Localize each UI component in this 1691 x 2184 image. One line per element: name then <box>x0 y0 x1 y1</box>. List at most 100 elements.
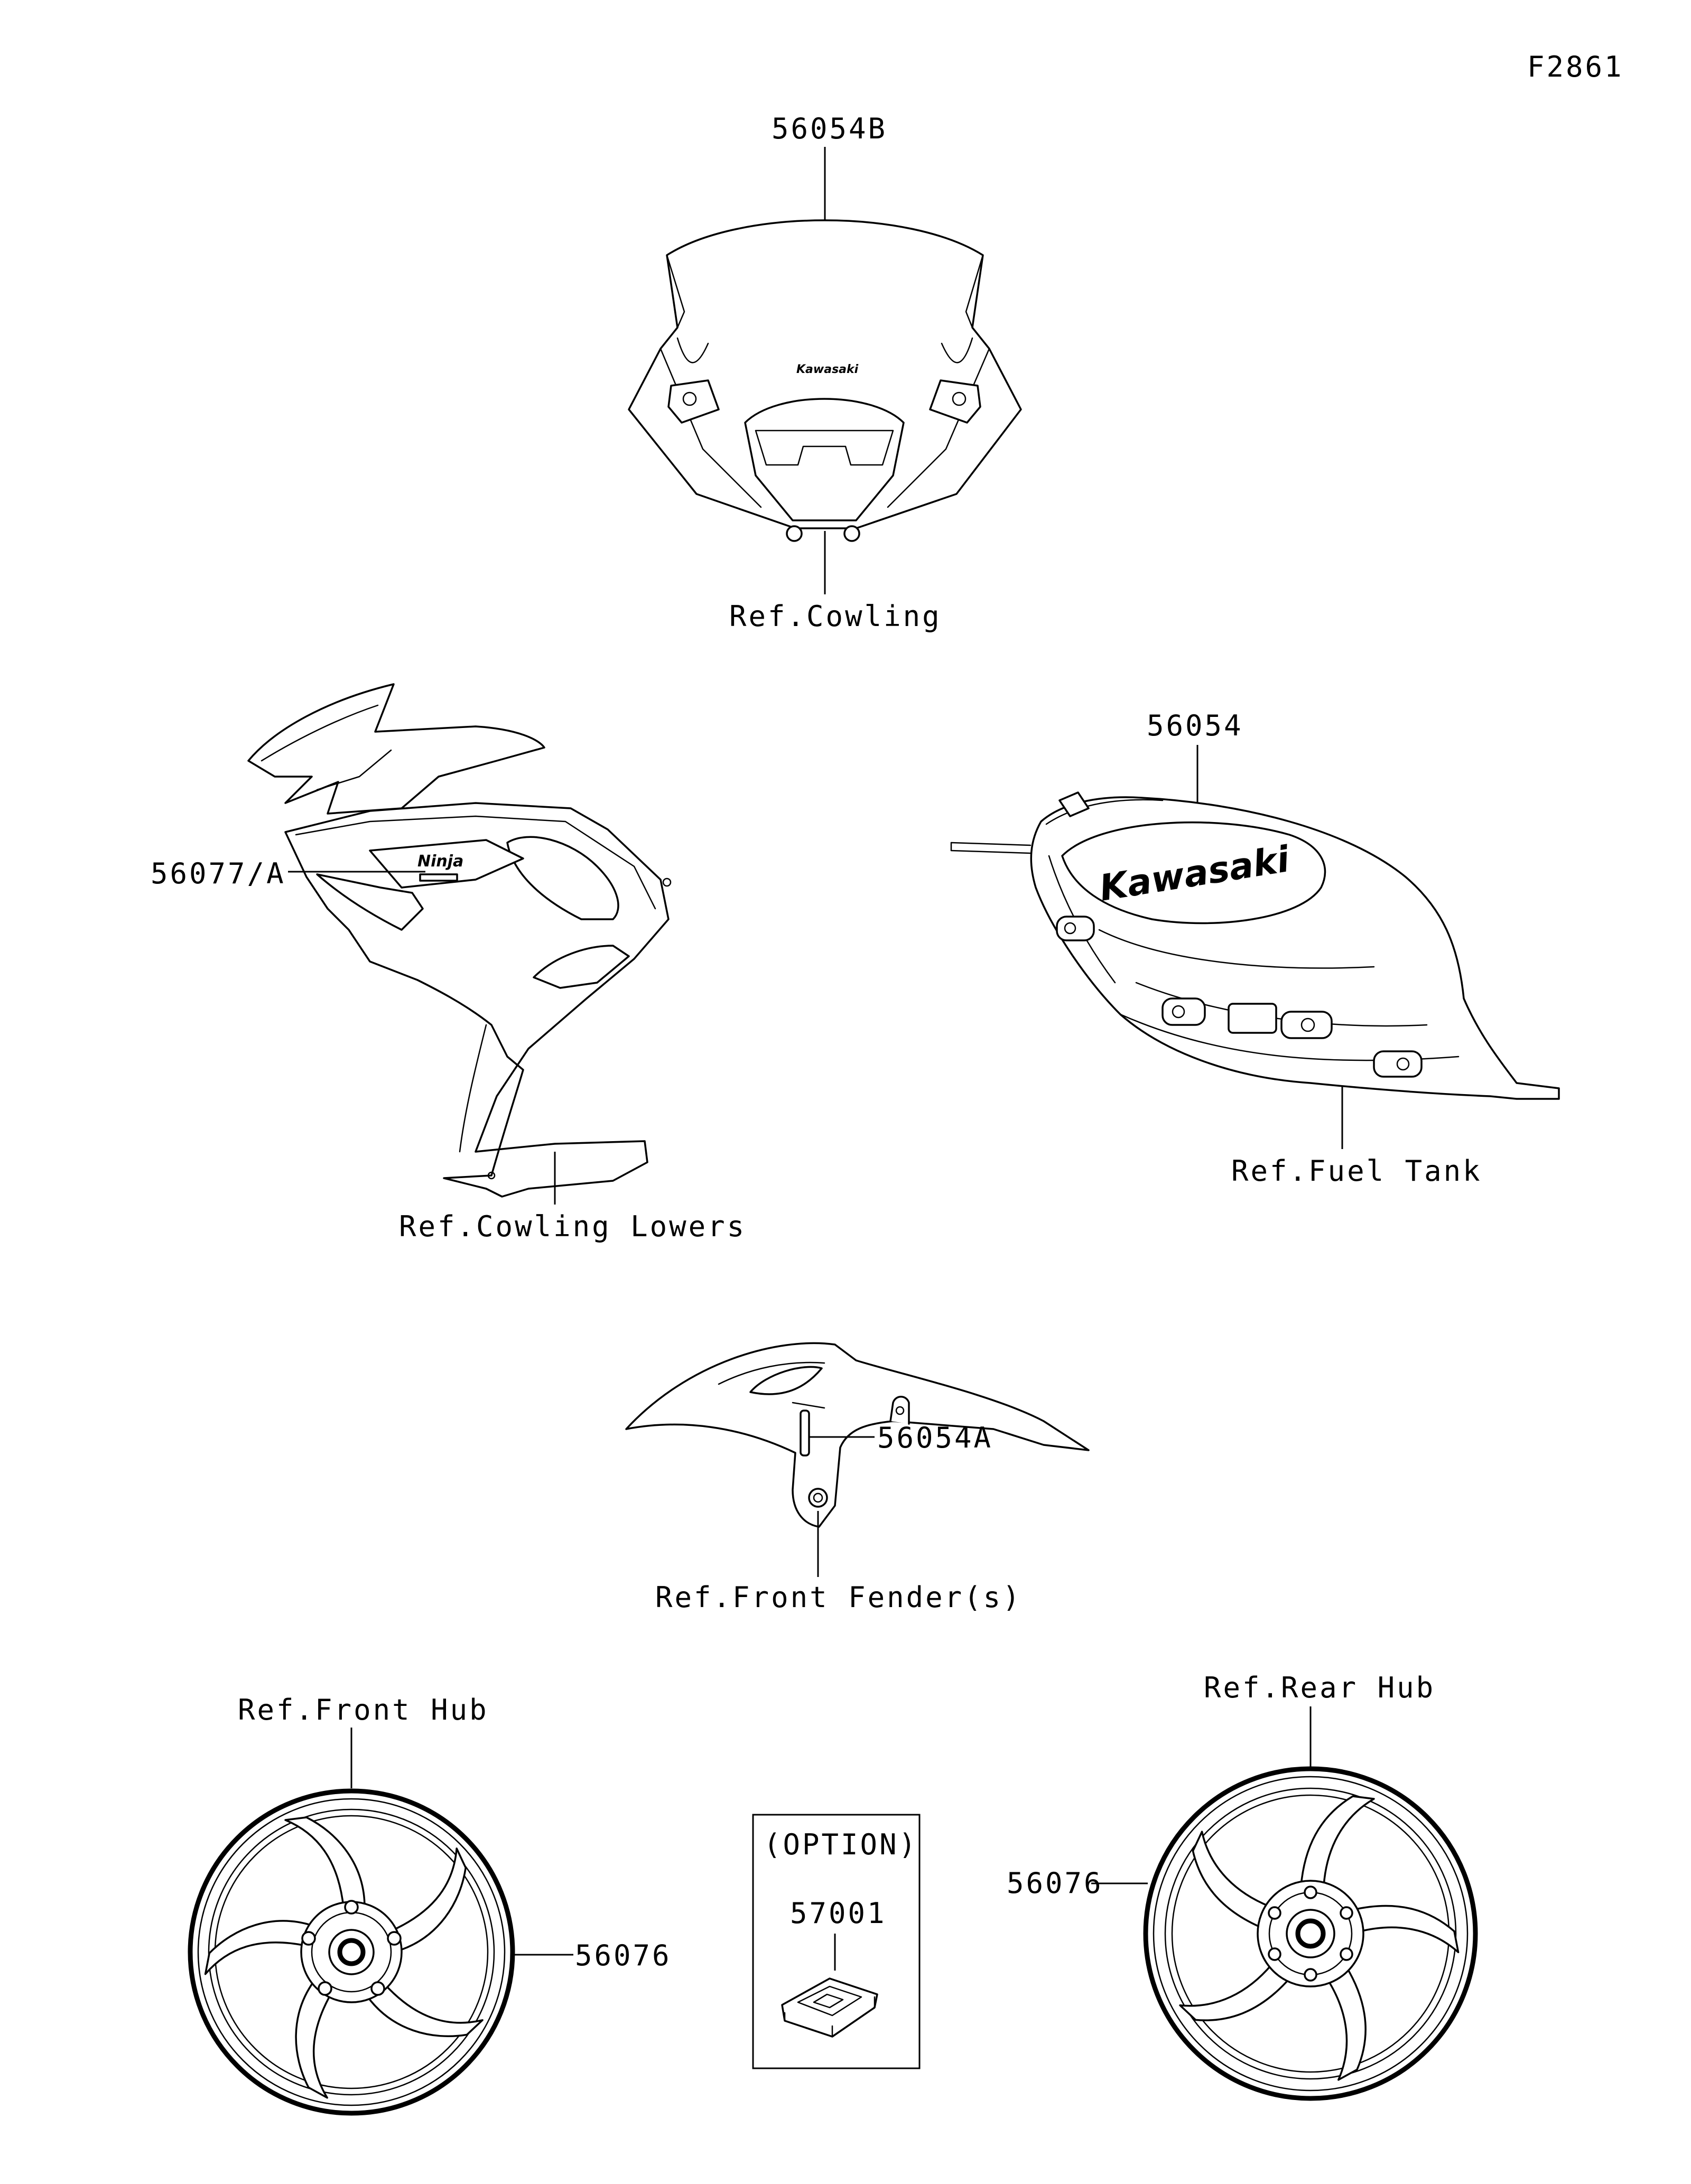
front-hub-center <box>328 1929 375 1975</box>
cowling-part-number[interactable]: 56077/A <box>151 857 286 890</box>
windshield-outline <box>628 219 1022 529</box>
rear-sprocket-bolt <box>1304 1886 1317 1899</box>
windshield-center-duct <box>744 398 905 521</box>
rear-sprocket-bolt <box>1268 1906 1281 1920</box>
cowling-lower-vent <box>533 945 630 989</box>
cowling-fin-inner <box>261 704 392 791</box>
cowling-front-window <box>316 873 424 931</box>
rear-spoke <box>1192 1831 1270 1929</box>
cowling-contour-lines <box>295 815 656 1153</box>
front-wheel-rim-band <box>197 1798 506 2106</box>
option-label: (OPTION) <box>764 1828 918 1861</box>
tank-mount-4-bolt <box>1300 1018 1315 1032</box>
cowling-ref-label[interactable]: Ref.Cowling Lowers <box>399 1210 746 1243</box>
rear-wheel-rim-inner <box>1164 1787 1457 2080</box>
rear-spoke <box>1179 1963 1292 2021</box>
windshield-screen-edge <box>666 254 984 329</box>
front-wheel-spokes <box>204 1816 484 2099</box>
front-fender-scoop <box>749 1366 823 1395</box>
right-mirror-mount <box>929 379 981 424</box>
front-disc-bolt <box>318 1981 332 1996</box>
front-disc-bolt <box>301 1931 316 1946</box>
rear-hub-center <box>1286 1909 1335 1958</box>
front-axle-bore <box>337 1938 366 1966</box>
tank-mount-5-bolt <box>1396 1057 1410 1071</box>
front-fender-bolt <box>808 1488 828 1508</box>
front-hub-ref-label[interactable]: Ref.Front Hub <box>238 1693 489 1726</box>
front-wheel-assembly: Ref.Front Hub 56076 <box>188 1693 672 2116</box>
fuel-tank-decal-panel <box>1061 821 1326 925</box>
cowling-decal-strip <box>419 873 458 882</box>
fender-ref-label[interactable]: Ref.Front Fender(s) <box>655 1581 1022 1614</box>
front-spoke <box>391 1847 467 1952</box>
option-box: (OPTION) 57001 <box>752 1814 921 2069</box>
rear-sprocket-bolt <box>1340 1906 1353 1920</box>
front-fender-assembly: 56054A Ref.Front Fender(s) <box>625 1342 1090 1614</box>
rear-spoke <box>1352 1905 1460 1954</box>
front-wheel-rim-outer <box>188 1788 515 2116</box>
right-mirror-mount-bolt <box>952 391 967 406</box>
option-box-frame <box>752 1814 921 2069</box>
windshield-part-number[interactable]: 56054B <box>772 112 887 145</box>
windshield-ref-label[interactable]: Ref.Cowling <box>729 600 942 633</box>
rear-sprocket-bolts <box>1268 1886 1353 1982</box>
windshield-bolt-left <box>786 525 803 542</box>
windshield-screen-lower <box>676 337 973 363</box>
front-spoke <box>295 1980 332 2099</box>
fuel-tank-top-edge <box>1045 799 1164 825</box>
front-fender-mount-tab <box>889 1396 910 1425</box>
front-wheel-rim-inner <box>208 1808 495 2096</box>
option-clip-edges <box>784 1996 876 2038</box>
front-fender-decal <box>800 1410 810 1457</box>
cowling-assembly: Ninja 56077/A Ref.Cowling Lowers <box>151 683 746 1243</box>
windshield-body-line <box>659 348 990 508</box>
front-fender-tab-hole <box>895 1406 905 1415</box>
rear-spoke <box>1300 1795 1375 1887</box>
front-spoke <box>284 1816 366 1908</box>
fuel-tank-filler-pipe <box>950 842 1032 854</box>
rear-sprocket-bolt <box>1268 1947 1281 1961</box>
front-fender-body <box>625 1342 1090 1528</box>
option-clip-part <box>781 1977 878 2038</box>
fender-part-number[interactable]: 56054A <box>877 1421 993 1454</box>
cowling-ninja-decal <box>369 839 524 889</box>
cowling-ninja-logo: Ninja <box>417 852 463 871</box>
cowling-mount-hole <box>662 878 672 887</box>
cowling-side-window <box>506 836 619 920</box>
cowling-upper-fin <box>247 683 545 815</box>
tank-mount-2-bolt <box>1172 1005 1185 1019</box>
windshield-assembly: 56054B Kawasaki Ref.Cowling <box>628 112 1022 633</box>
front-fender-inner-arc <box>718 1361 825 1409</box>
option-part-number[interactable]: 57001 <box>790 1897 887 1930</box>
tank-mount-4 <box>1280 1011 1333 1039</box>
option-clip-detail <box>797 1985 862 2017</box>
front-fender-bolt-inner <box>813 1492 823 1503</box>
tank-mount-3 <box>1228 1003 1277 1034</box>
tank-mount-1-bolt <box>1064 922 1076 935</box>
figure-id: F2861 <box>1527 50 1624 83</box>
left-mirror-mount <box>667 379 720 424</box>
rear-hub-ref-label[interactable]: Ref.Rear Hub <box>1204 1671 1435 1704</box>
cowling-lower-hole <box>487 1171 496 1180</box>
front-disc-bolts <box>301 1900 402 1996</box>
rear-axle-bore <box>1295 1918 1326 1949</box>
rear-sprocket-bolt <box>1304 1968 1317 1982</box>
rear-wheel-rim-outer <box>1143 1766 1478 2101</box>
rear-wheel-part-number[interactable]: 56076 <box>1007 1866 1103 1900</box>
front-wheel-part-number[interactable]: 56076 <box>575 1939 672 1972</box>
left-mirror-mount-bolt <box>682 391 697 406</box>
front-disc-bolt <box>344 1900 359 1915</box>
front-disc-bolt <box>387 1931 402 1946</box>
front-spoke <box>366 1983 484 2037</box>
tank-ref-label[interactable]: Ref.Fuel Tank <box>1231 1154 1482 1188</box>
tank-part-number[interactable]: 56054 <box>1147 709 1243 742</box>
rear-wheel-rim-band <box>1153 1776 1469 2092</box>
rear-sprocket-bolt <box>1340 1947 1353 1961</box>
front-spoke <box>204 1920 314 1975</box>
fuel-tank-cap <box>1058 791 1090 817</box>
rear-spoke <box>1326 1965 1367 2081</box>
windshield-kawasaki-decal: Kawasaki <box>796 363 859 376</box>
windshield-duct-inner <box>755 430 894 466</box>
front-disc-bolt <box>370 1981 385 1996</box>
